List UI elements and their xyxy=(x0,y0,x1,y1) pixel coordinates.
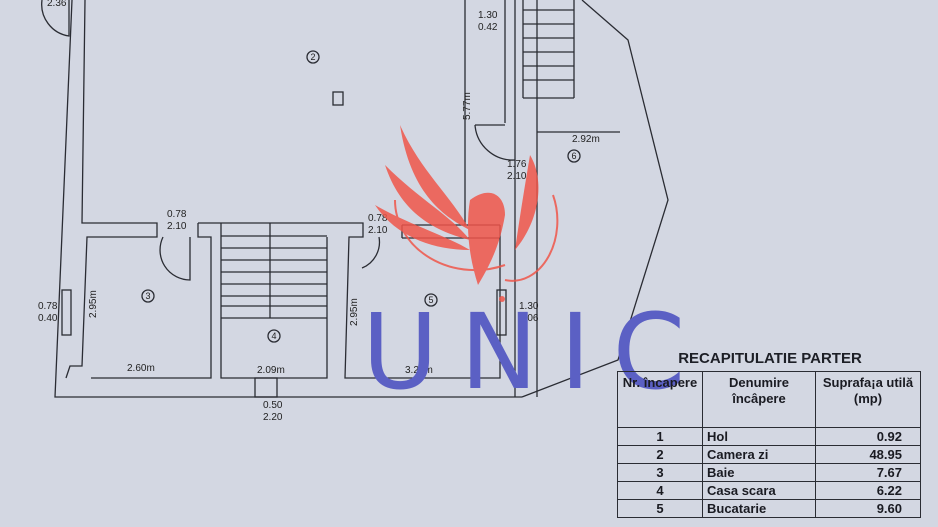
phoenix-logo-icon xyxy=(375,125,559,302)
dim-label: 0.40 xyxy=(38,313,58,324)
summary-table: RECAPITULATIE PARTER Nr. încapere Denumi… xyxy=(617,346,923,518)
table-title: RECAPITULATIE PARTER xyxy=(678,350,862,367)
dim-label: 2.60m xyxy=(127,363,155,374)
row-area: 9.60 xyxy=(815,499,921,518)
row-name: Bucatarie xyxy=(702,499,816,518)
room-number: 6 xyxy=(571,151,576,161)
dim-label: 2.95m xyxy=(349,298,360,326)
room-number: 3 xyxy=(145,291,150,301)
table-row: 4 Casa scara 6.22 xyxy=(617,481,921,500)
row-nr: 4 xyxy=(617,481,703,500)
row-area: 48.95 xyxy=(815,445,921,464)
dim-label: 3.25m xyxy=(405,365,433,376)
row-name: Baie xyxy=(702,463,816,482)
table-row: 2 Camera zi 48.95 xyxy=(617,445,921,464)
walls xyxy=(41,0,669,398)
dimension-labels: 2.36 1.30 0.42 5.77m 2.92m 1.76 2.10 0.7… xyxy=(38,0,600,423)
dim-label: 0.42 xyxy=(478,22,498,33)
dim-label: 1.30 xyxy=(478,10,498,21)
header-nr: Nr. încapere xyxy=(617,371,703,428)
dim-label: 2.20 xyxy=(263,412,283,423)
row-area: 0.92 xyxy=(815,427,921,446)
row-nr: 2 xyxy=(617,445,703,464)
dim-label: 2.09m xyxy=(257,365,285,376)
row-nr: 1 xyxy=(617,427,703,446)
dim-label: 2.10 xyxy=(368,225,388,236)
room-number: 4 xyxy=(271,331,276,341)
dim-label: 2.36 xyxy=(47,0,67,9)
stairs-upper xyxy=(522,0,575,99)
room-labels: 2 3 4 5 6 xyxy=(141,50,581,343)
table-header: Nr. încapere Denumire încâpere Suprafa¡a… xyxy=(617,371,921,428)
row-name: Camera zi xyxy=(702,445,816,464)
dim-label: 5.77m xyxy=(462,92,473,120)
row-nr: 5 xyxy=(617,499,703,518)
dim-label: 1.76 xyxy=(507,159,527,170)
dim-label: 2.95m xyxy=(88,290,99,318)
dim-label: 0.78 xyxy=(167,209,187,220)
table-row: 5 Bucatarie 9.60 xyxy=(617,499,921,518)
table-row: 3 Baie 7.67 xyxy=(617,463,921,482)
dim-label: 0.50 xyxy=(263,400,283,411)
header-area: Suprafa¡a utilă (mp) xyxy=(815,371,921,428)
room-number: 5 xyxy=(428,295,433,305)
row-nr: 3 xyxy=(617,463,703,482)
stairs-lower xyxy=(221,235,327,307)
header-name: Denumire încâpere xyxy=(702,371,816,428)
row-name: Casa scara xyxy=(702,481,816,500)
dim-label: 0.78 xyxy=(38,301,58,312)
dim-label: 1.06 xyxy=(519,313,539,324)
dim-label: 0.78 xyxy=(368,213,388,224)
dim-label: 2.10 xyxy=(167,221,187,232)
row-area: 6.22 xyxy=(815,481,921,500)
row-name: Hol xyxy=(702,427,816,446)
dim-label: 2.92m xyxy=(572,134,600,145)
room-number: 2 xyxy=(310,52,315,62)
row-area: 7.67 xyxy=(815,463,921,482)
table-row: 1 Hol 0.92 xyxy=(617,427,921,446)
dim-label: 1.30 xyxy=(519,301,539,312)
dim-label: 2.10 xyxy=(507,171,527,182)
